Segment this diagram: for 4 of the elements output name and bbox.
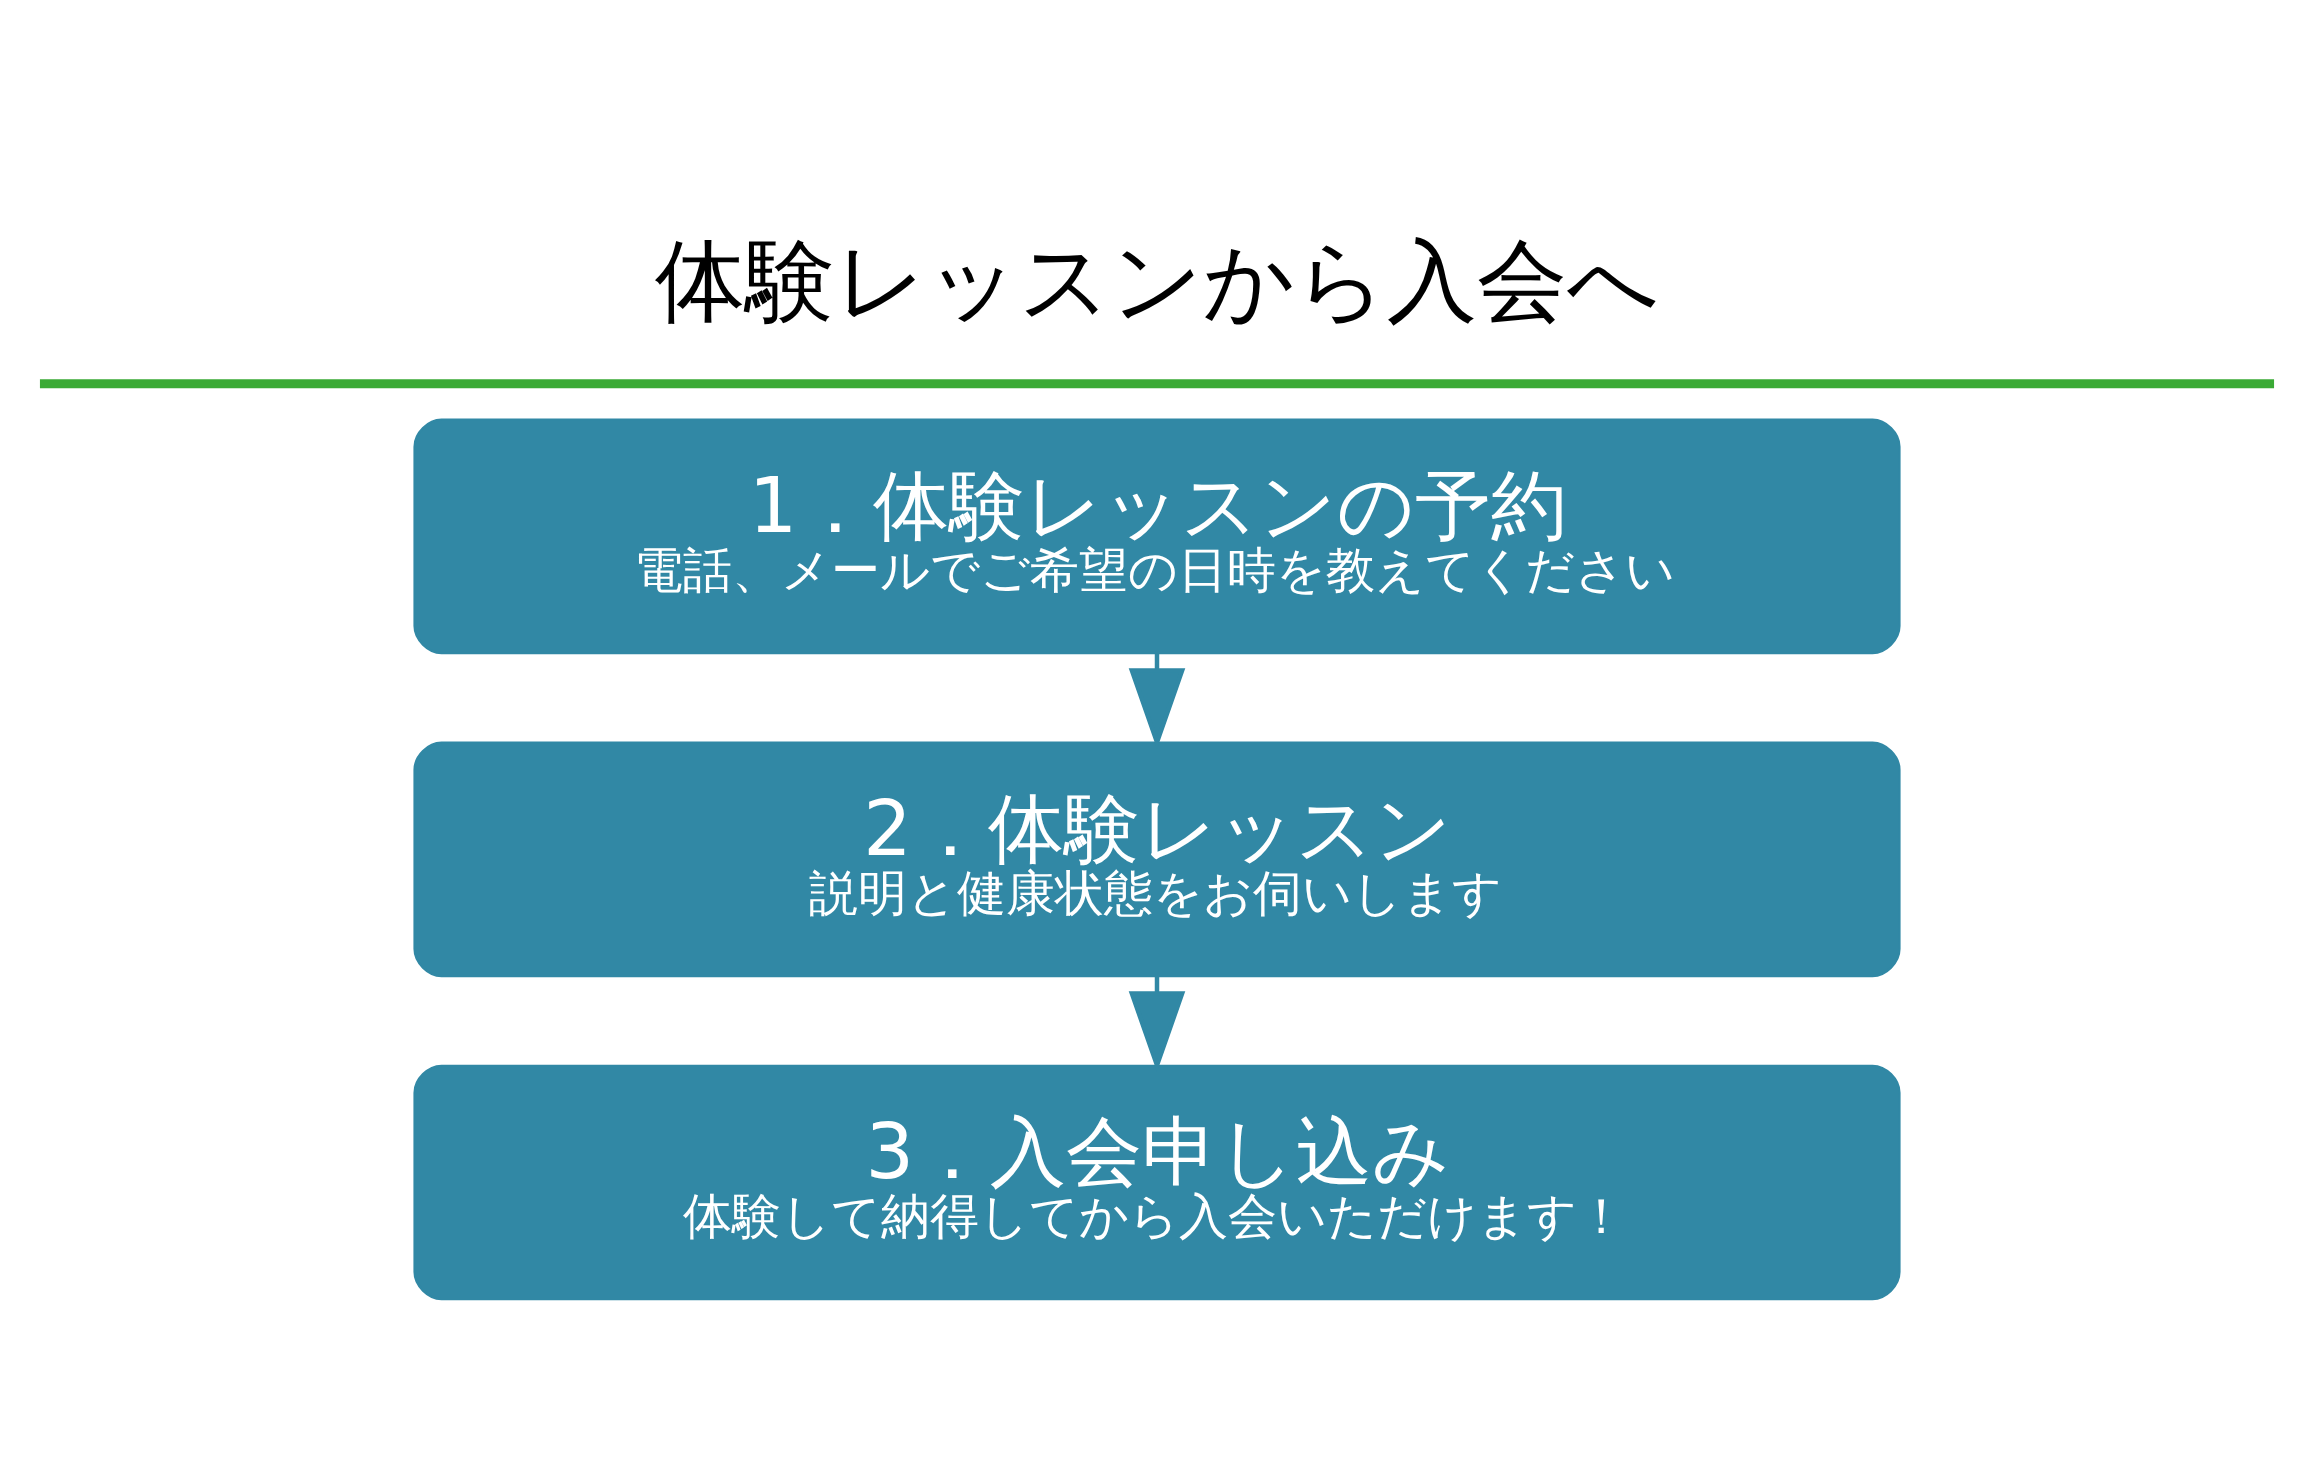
node-box: 2．体験レッスン 説明と健康状態をお伺いします [413,741,1901,977]
node-box: 1．体験レッスンの予約 電話、メールでご希望の日時を教えてください [413,418,1901,654]
node-box: 3．入会申し込み 体験して納得してから入会いただけます！ [413,1064,1901,1300]
diagram-title: 体験レッスンから入会へ [654,228,1659,333]
